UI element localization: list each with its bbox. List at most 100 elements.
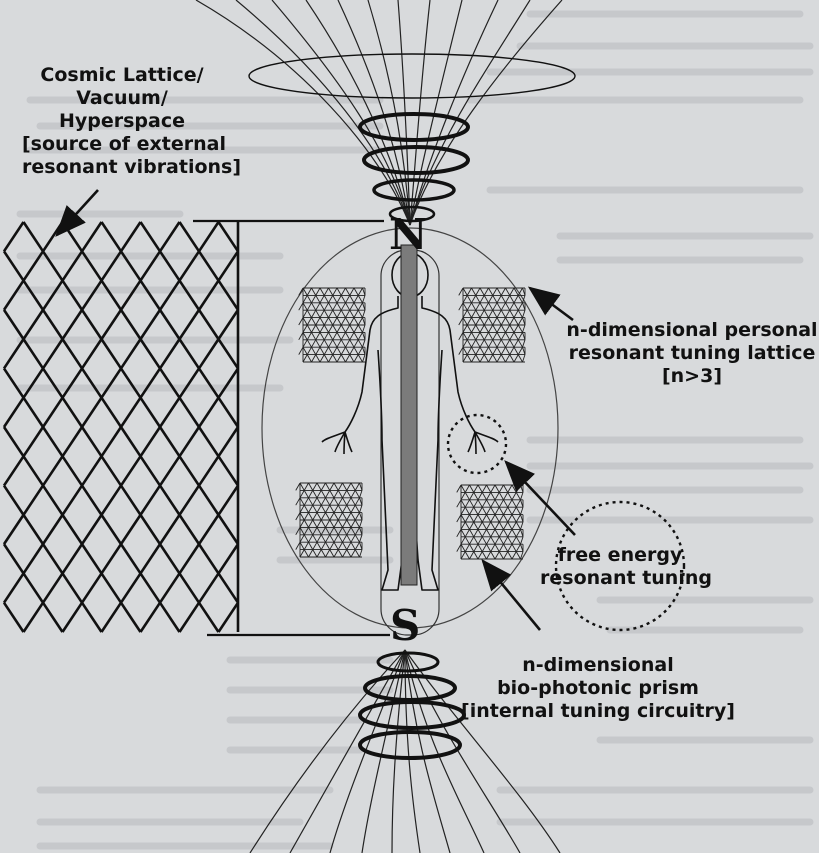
lattice-line xyxy=(41,221,64,253)
free-energy-label: free energy resonant tuning xyxy=(540,544,712,590)
cosmic-lattice-label: Cosmic Lattice/ Vacuum/ Hyperspace [sour… xyxy=(22,64,242,179)
lattice-line xyxy=(217,572,240,604)
arrow-to-personal-lattice xyxy=(527,286,574,322)
lattice-line xyxy=(158,279,181,311)
lattice-line xyxy=(119,309,142,340)
lattice-line xyxy=(41,484,64,516)
lattice-line xyxy=(41,426,64,458)
lattice-line xyxy=(100,396,123,428)
lattice-line xyxy=(139,221,162,253)
lattice-line xyxy=(100,367,123,399)
lattice-line xyxy=(197,250,220,282)
lattice-line xyxy=(178,396,201,428)
lattice-patches xyxy=(295,287,526,560)
lattice-line xyxy=(22,250,45,282)
prism-line-3: [internal tuning circuitry] xyxy=(461,700,735,722)
lattice-line xyxy=(158,514,181,545)
arrow-to-hand-circle xyxy=(504,460,576,536)
lattice-line xyxy=(158,309,181,340)
lattice-line xyxy=(139,514,162,545)
lattice-line xyxy=(80,484,103,516)
lattice-line xyxy=(139,338,162,370)
lattice-line xyxy=(217,484,240,516)
lattice-line xyxy=(2,514,25,545)
lattice-line xyxy=(80,309,103,340)
lattice-line xyxy=(2,221,25,253)
lattice-line xyxy=(178,514,201,545)
lattice-line xyxy=(61,484,84,516)
lattice-line xyxy=(22,338,45,370)
lattice-line xyxy=(197,426,220,458)
lattice-line xyxy=(217,543,240,575)
lattice-line xyxy=(119,367,142,399)
free-energy-line-1: free energy xyxy=(557,544,683,566)
personal-lattice-line-3: [n>3] xyxy=(661,365,723,387)
lattice-line xyxy=(41,309,64,340)
lattice-line xyxy=(119,601,142,633)
prism-line-2: bio-photonic prism xyxy=(497,677,699,699)
lattice-line xyxy=(2,279,25,311)
lattice-line xyxy=(197,514,220,545)
lattice-line xyxy=(139,572,162,604)
lattice-line xyxy=(178,279,201,311)
personal-lattice-line-1: n-dimensional personal xyxy=(566,319,818,341)
lattice-line xyxy=(197,484,220,516)
lattice-line xyxy=(158,426,181,458)
lattice-line xyxy=(100,279,123,311)
lattice-line xyxy=(178,309,201,340)
lattice-line xyxy=(22,367,45,399)
lattice-line xyxy=(119,572,142,604)
lattice-line xyxy=(61,367,84,399)
lattice-line xyxy=(22,455,45,487)
lattice-line xyxy=(139,543,162,575)
lattice-line xyxy=(158,543,181,575)
lattice-line xyxy=(158,455,181,487)
lattice-line xyxy=(61,396,84,428)
lattice-line xyxy=(41,543,64,575)
lattice-line xyxy=(80,279,103,311)
lattice-line xyxy=(100,426,123,458)
lattice-line xyxy=(61,338,84,370)
lattice-line xyxy=(217,601,240,633)
lattice-line xyxy=(197,309,220,340)
lattice-line xyxy=(22,484,45,516)
background-page-lines xyxy=(16,10,814,850)
cosmic-lattice-line-5: resonant vibrations] xyxy=(22,156,242,178)
lattice-line xyxy=(22,396,45,428)
lattice-line xyxy=(139,309,162,340)
lattice-line xyxy=(197,367,220,399)
cosmic-lattice-grid xyxy=(2,221,240,633)
lattice-line xyxy=(139,426,162,458)
lattice-line xyxy=(80,601,103,633)
lattice-line xyxy=(139,250,162,282)
lattice-line xyxy=(80,514,103,545)
lattice-line xyxy=(61,601,84,633)
lattice-line xyxy=(119,543,142,575)
lattice-line xyxy=(197,279,220,311)
lattice-line xyxy=(217,514,240,545)
lattice-line xyxy=(80,367,103,399)
lattice-line xyxy=(100,221,123,253)
lattice-line xyxy=(100,514,123,545)
cosmic-lattice-line-2: Vacuum/ xyxy=(76,87,168,109)
lattice-line xyxy=(41,514,64,545)
lattice-line xyxy=(178,250,201,282)
prism-line-1: n-dimensional xyxy=(522,654,674,676)
lattice-line xyxy=(61,250,84,282)
lattice-line xyxy=(80,572,103,604)
lattice-line xyxy=(139,484,162,516)
lattice-line xyxy=(2,543,25,575)
lattice-line xyxy=(2,455,25,487)
lattice-line xyxy=(61,514,84,545)
lattice-line xyxy=(158,221,181,253)
lattice-line xyxy=(2,338,25,370)
lattice-line xyxy=(100,484,123,516)
human-figure xyxy=(321,252,499,591)
lattice-line xyxy=(2,426,25,458)
lattice-line xyxy=(217,338,240,370)
bottom-vortex-coils xyxy=(358,651,466,760)
lattice-line xyxy=(22,221,45,253)
lattice-line xyxy=(61,279,84,311)
lattice-line xyxy=(80,221,103,253)
